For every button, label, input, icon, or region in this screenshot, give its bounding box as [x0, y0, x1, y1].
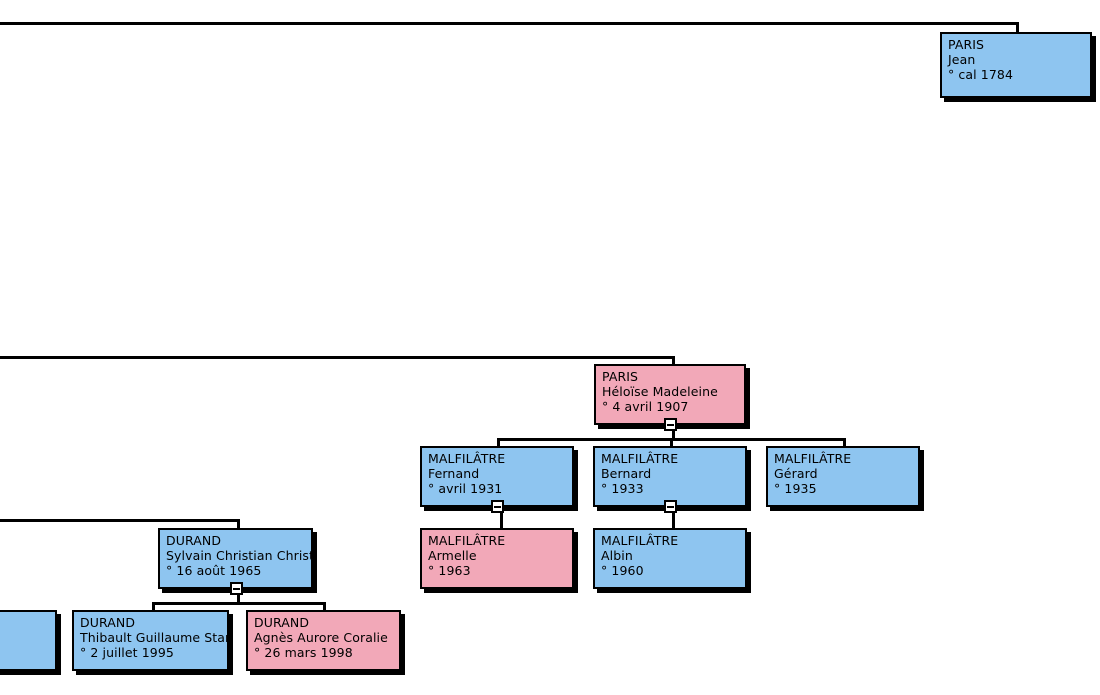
person-birth: ° 1963 [428, 563, 471, 578]
collapse-toggle-paris-heloise[interactable] [664, 418, 677, 431]
person-surname: PARIS [948, 37, 985, 52]
collapse-toggle-malfilatre-bernard[interactable] [664, 500, 677, 513]
connector-sibling-bar-durand [152, 602, 326, 605]
connector-sibling-drop-durand-0 [152, 602, 155, 612]
connector-sylvain-stem [237, 589, 240, 604]
connector-heloise-stem [672, 425, 675, 440]
person-surname: MALFILÂTRE [428, 451, 506, 466]
person-birth: ° 16 août 1965 [166, 563, 262, 578]
person-surname: DURAND [254, 615, 310, 630]
person-node-clipped-left[interactable]: 99 [0, 610, 57, 671]
connector-middle-drop [672, 356, 675, 366]
person-surname: PARIS [602, 369, 639, 384]
connector-sibling-drop-malfilatre-0 [497, 438, 500, 448]
person-given: Sylvain Christian Christo... [166, 548, 311, 563]
person-given: Jean [948, 52, 976, 67]
connector-top-drop [1016, 22, 1019, 34]
person-surname: DURAND [166, 533, 222, 548]
person-given: Thibault Guillaume Stanis... [80, 630, 227, 645]
person-given: Bernard [601, 466, 652, 481]
person-surname: DURAND [80, 615, 136, 630]
collapse-toggle-malfilatre-fernand[interactable] [491, 500, 504, 513]
person-birth: ° 1935 [774, 481, 817, 496]
person-surname: MALFILÂTRE [601, 533, 679, 548]
connector-lower-horizontal [0, 519, 240, 522]
person-birth: ° 26 mars 1998 [254, 645, 353, 660]
person-birth: 99 [0, 645, 50, 660]
minus-icon [667, 505, 674, 508]
connector-fernand-stem [500, 507, 503, 530]
connector-sibling-drop-malfilatre-1 [670, 438, 673, 448]
person-given: Armelle [428, 548, 477, 563]
person-birth: ° cal 1784 [948, 67, 1014, 82]
person-birth: ° 1933 [601, 481, 644, 496]
person-surname: MALFILÂTRE [601, 451, 679, 466]
person-given [0, 630, 50, 645]
connector-middle-horizontal [0, 356, 675, 359]
person-given: Héloïse Madeleine [602, 384, 718, 399]
person-given: Gérard [774, 466, 818, 481]
person-given: Agnès Aurore Coralie [254, 630, 388, 645]
person-birth: ° 1960 [601, 563, 644, 578]
connector-top-horizontal [0, 22, 1019, 25]
connector-lower-drop [237, 519, 240, 531]
person-given: Albin [601, 548, 633, 563]
person-surname: MALFILÂTRE [428, 533, 506, 548]
person-birth: ° 2 juillet 1995 [80, 645, 174, 660]
connector-sibling-drop-malfilatre-2 [843, 438, 846, 448]
minus-icon [232, 587, 240, 590]
collapse-toggle-durand-sylvain[interactable] [229, 582, 243, 595]
minus-icon [667, 423, 674, 426]
person-surname: MALFILÂTRE [774, 451, 852, 466]
connector-sibling-drop-durand-1 [323, 602, 326, 612]
person-surname [0, 615, 50, 630]
connector-bernard-stem [672, 507, 675, 530]
person-given: Fernand [428, 466, 480, 481]
minus-icon [494, 505, 501, 508]
person-birth: ° avril 1931 [428, 481, 503, 496]
person-birth: ° 4 avril 1907 [602, 399, 689, 414]
